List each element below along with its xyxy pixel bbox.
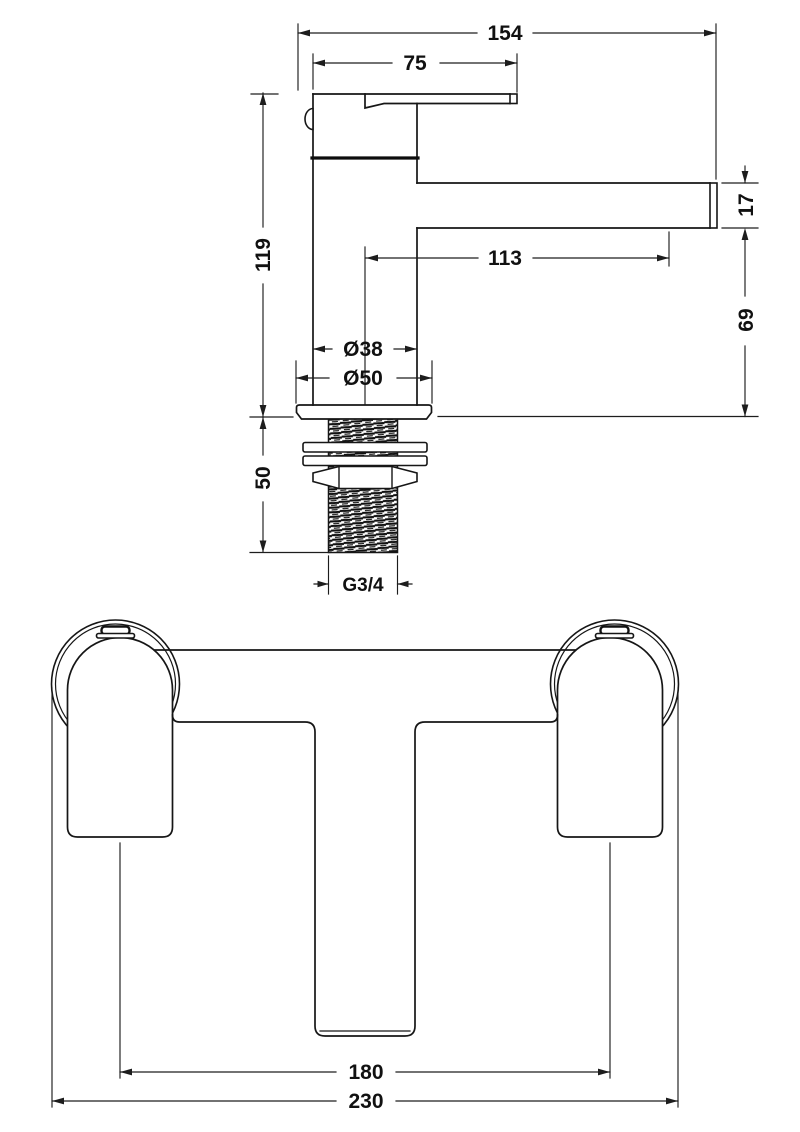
dim-label-d38: Ø38 [343, 338, 383, 361]
dim-label-230: 230 [348, 1090, 383, 1113]
washer-lower [302, 455, 428, 467]
dim-spout-reach: 113 [364, 231, 670, 405]
dim-thread-size: G3/4 [313, 555, 413, 596]
dim-handle-length: 75 [312, 52, 518, 93]
indicator-button [304, 107, 314, 131]
dim-label-113: 113 [488, 247, 522, 270]
backnut-facets [338, 465, 393, 490]
left-handle [66, 636, 174, 838]
body-bar-and-spout-tube [171, 714, 559, 1037]
dim-overall-projection: 154 [297, 22, 717, 180]
spout-outline [416, 182, 711, 229]
dim-label-d50: Ø50 [343, 367, 383, 390]
dim-label-69: 69 [735, 308, 758, 331]
dim-spout-diameter: 17 [721, 165, 759, 240]
front-view: 180 230 [50, 619, 680, 1113]
dim-base-diameter: Ø50 [295, 360, 433, 404]
washer-upper [302, 441, 428, 453]
base-plate [295, 404, 433, 420]
lever-tip-cap [509, 93, 518, 105]
dim-label-g34: G3/4 [342, 575, 384, 596]
dim-body-height: 119 [249, 92, 294, 418]
dim-label-154: 154 [487, 22, 522, 45]
dim-label-75: 75 [403, 52, 427, 75]
dim-label-50: 50 [252, 466, 275, 489]
lever-underside [364, 93, 511, 110]
dim-label-17: 17 [735, 193, 758, 216]
backnut [312, 465, 418, 490]
dim-body-diameter: Ø38 [312, 338, 418, 361]
dim-tap-centres: 180 [119, 842, 611, 1084]
dim-label-119: 119 [252, 238, 275, 272]
right-handle [556, 636, 664, 838]
dim-thread-length: 50 [249, 416, 331, 554]
side-view: 154 75 119 50 113 [249, 22, 759, 596]
dim-label-180: 180 [348, 1061, 383, 1084]
dim-overall-width: 230 [51, 687, 679, 1113]
right-lever-tip [594, 625, 635, 639]
left-lever-tip [95, 625, 136, 639]
dim-spout-to-base: 69 [437, 239, 759, 418]
spout-end-cap [709, 182, 718, 229]
